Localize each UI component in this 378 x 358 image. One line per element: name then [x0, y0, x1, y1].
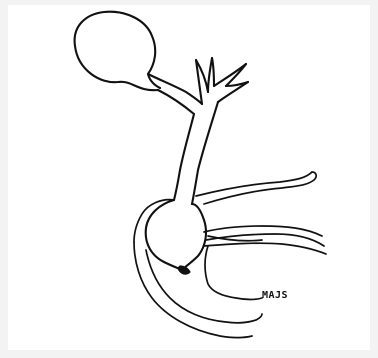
branch-middle [208, 58, 212, 92]
outer-tube-top [134, 200, 174, 242]
bulb-nub [178, 266, 190, 274]
main-duct-left [174, 114, 194, 200]
bulb-duct-lower [204, 243, 326, 254]
tube-end-mark [256, 314, 262, 320]
bulb-outline [146, 200, 206, 270]
branch-middle-right [212, 58, 214, 86]
descending-loop [205, 246, 262, 300]
upper-sac-outline [75, 12, 160, 90]
right-duct-tip [204, 172, 316, 204]
artist-signature: MAJS [262, 290, 288, 301]
main-duct-right [192, 102, 218, 204]
